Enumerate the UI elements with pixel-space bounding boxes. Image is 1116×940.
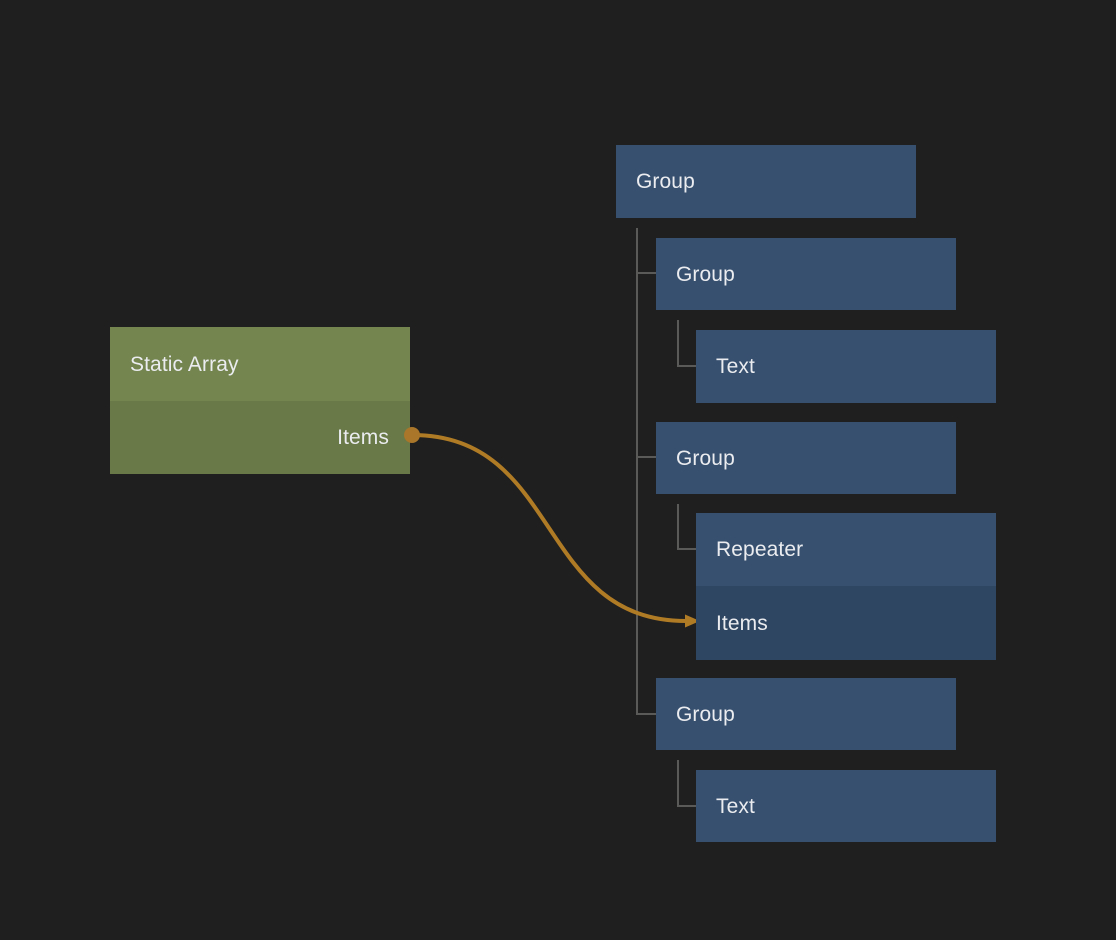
node-static-array-output-label: Items	[337, 426, 389, 449]
node-static-array-output-row[interactable]: Items	[110, 401, 410, 474]
node-text-2-title: Text	[716, 794, 755, 818]
tree-sub-tick-1	[677, 365, 696, 367]
node-group-3-header[interactable]: Group	[656, 678, 956, 750]
node-group-root[interactable]: Group	[616, 145, 916, 218]
node-static-array[interactable]: Static Array Items	[110, 327, 410, 474]
tree-branch-tick-2	[636, 456, 656, 458]
tree-sub-tick-3	[677, 805, 696, 807]
node-text-2-header[interactable]: Text	[696, 770, 996, 842]
node-repeater-input-label: Items	[716, 611, 768, 635]
node-static-array-header[interactable]: Static Array	[110, 327, 410, 401]
node-group-2-header[interactable]: Group	[656, 422, 956, 494]
tree-sub-line-2	[677, 504, 679, 550]
node-group-root-title: Group	[636, 170, 695, 193]
node-group-1-title: Group	[676, 262, 735, 286]
node-text-1-header[interactable]: Text	[696, 330, 996, 403]
output-socket-items[interactable]	[404, 427, 420, 443]
node-group-3[interactable]: Group	[656, 678, 956, 750]
node-text-1-title: Text	[716, 355, 755, 378]
node-group-1[interactable]: Group	[656, 238, 956, 310]
tree-sub-line-3	[677, 760, 679, 807]
tree-trunk-line	[636, 228, 638, 715]
tree-branch-tick-3	[636, 713, 656, 715]
node-group-3-title: Group	[676, 702, 735, 726]
node-text-1[interactable]: Text	[696, 330, 996, 403]
link-curve-static-array-to-repeater	[410, 433, 688, 623]
node-repeater-input-row[interactable]: Items	[696, 586, 996, 660]
node-static-array-title: Static Array	[130, 352, 239, 376]
node-repeater[interactable]: Repeater Items	[696, 513, 996, 660]
node-repeater-header[interactable]: Repeater	[696, 513, 996, 586]
node-repeater-title: Repeater	[716, 538, 804, 561]
node-group-2-title: Group	[676, 446, 735, 470]
node-group-root-header[interactable]: Group	[616, 145, 916, 218]
tree-sub-line-1	[677, 320, 679, 367]
tree-branch-tick-1	[636, 272, 656, 274]
node-group-2[interactable]: Group	[656, 422, 956, 494]
tree-sub-tick-2	[677, 548, 696, 550]
node-text-2[interactable]: Text	[696, 770, 996, 842]
node-group-1-header[interactable]: Group	[656, 238, 956, 310]
